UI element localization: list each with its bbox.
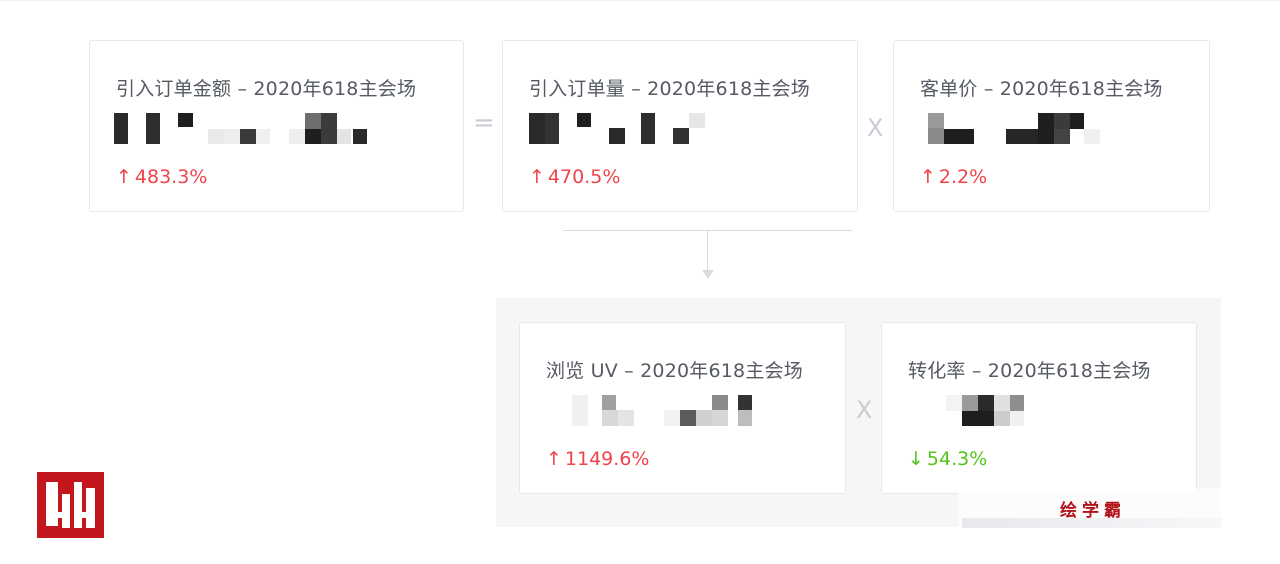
multiply-operator: X [856, 396, 873, 424]
arrow-down-icon: ↓ [908, 448, 924, 470]
metric-card-orders[interactable]: 引入订单量 – 2020年618主会场 ↑470.5% [502, 40, 858, 212]
metric-title: 客单价 – 2020年618主会场 [920, 78, 1163, 100]
wh-brand-logo-icon [37, 472, 104, 538]
metric-delta-value: 54.3% [926, 448, 988, 470]
metric-card-conversion[interactable]: 转化率 – 2020年618主会场 ↓54.3% [881, 322, 1197, 494]
metric-delta-value: 1149.6% [564, 448, 650, 470]
metric-card-gmv[interactable]: 引入订单金额 – 2020年618主会场 ↑483.3% [89, 40, 464, 212]
arrow-up-icon: ↑ [546, 448, 562, 470]
arrow-up-icon: ↑ [529, 166, 545, 188]
connector-line [563, 230, 852, 231]
multiply-operator: X [867, 114, 884, 142]
metric-card-uv[interactable]: 浏览 UV – 2020年618主会场 ↑1149.6% [519, 322, 846, 494]
metric-delta-value: 483.3% [134, 166, 208, 188]
connector-line-vertical [707, 231, 708, 271]
arrow-up-icon: ↑ [920, 166, 936, 188]
metric-delta: ↓54.3% [908, 448, 987, 470]
metric-delta: ↑470.5% [529, 166, 620, 188]
arrow-up-icon: ↑ [116, 166, 132, 188]
metric-delta: ↑2.2% [920, 166, 987, 188]
watermark: 绘学霸 [958, 488, 1242, 528]
metric-title: 引入订单量 – 2020年618主会场 [529, 78, 810, 100]
metric-delta-value: 2.2% [938, 166, 988, 188]
connector-arrow-icon [702, 270, 714, 279]
metric-title: 引入订单金额 – 2020年618主会场 [116, 78, 417, 100]
metric-card-aov[interactable]: 客单价 – 2020年618主会场 ↑2.2% [893, 40, 1210, 212]
metric-title: 浏览 UV – 2020年618主会场 [546, 360, 803, 382]
metric-title: 转化率 – 2020年618主会场 [908, 360, 1151, 382]
watermark-faint-strip [962, 518, 1222, 528]
top-divider [0, 0, 1280, 1]
metric-delta: ↑483.3% [116, 166, 207, 188]
metric-delta-value: 470.5% [547, 166, 621, 188]
equals-operator: = [473, 108, 495, 138]
watermark-text: 绘学霸 [1060, 501, 1126, 521]
metric-delta: ↑1149.6% [546, 448, 649, 470]
